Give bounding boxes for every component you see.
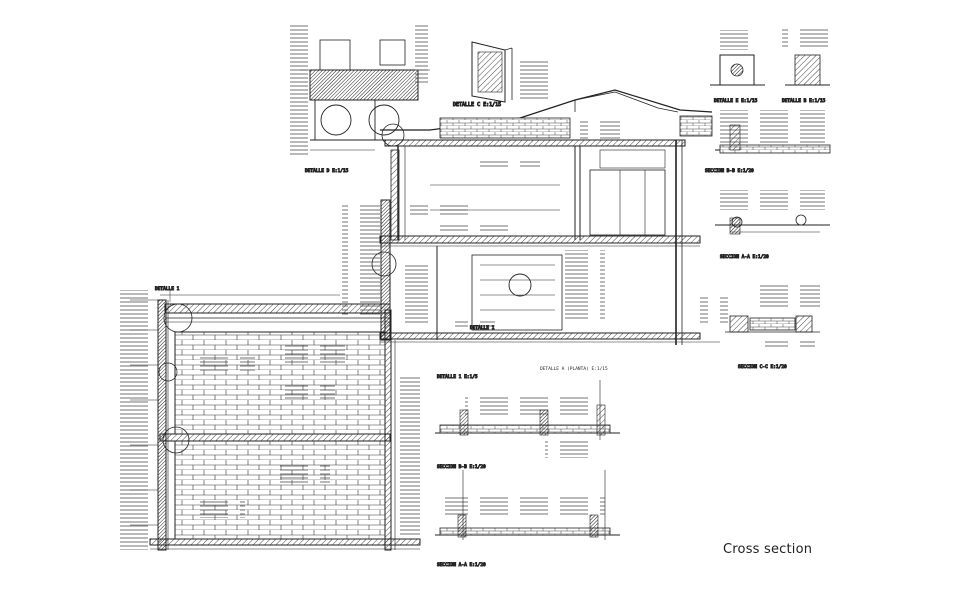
seccion-bb-bottom-label: SECCION B-B E:1/20 <box>437 464 486 470</box>
detail-c: DETALLE C E:1/15 <box>453 41 555 109</box>
section-aa-right: SECCION A-A E:1/20 <box>715 190 830 261</box>
section-aa-bottom: SECCION A-A E:1/20 <box>435 470 620 569</box>
detalle-a-label: DETALLE A (PLANTA) E:1/15 <box>540 366 608 372</box>
main-wall-section: DETALLE 1 <box>118 286 421 551</box>
seccion-cc-label: SECCION C-C E:1/20 <box>738 364 787 370</box>
drawing-caption: Cross section <box>723 542 813 557</box>
detalle-c-label: DETALLE C E:1/15 <box>453 102 501 108</box>
seccion-aa-bottom-label: SECCION A-A E:1/20 <box>437 562 486 568</box>
section-bb-right: SECCION B-B E:1/20 <box>705 110 831 175</box>
detalle-e-label: DETALLE E E:1/15 <box>714 98 758 104</box>
detalle-b-label: DETALLE B E:1/15 <box>782 98 826 104</box>
scan-patch <box>110 185 205 285</box>
detail-d: DETALLE D E:1/15 <box>290 25 435 175</box>
details-e-b: DETALLE E E:1/15 DETALLE B E:1/15 <box>710 28 832 105</box>
svg-text:DETALLE 1: DETALLE 1 <box>470 325 495 331</box>
detalle-1-label-top: DETALLE 1 <box>155 286 180 292</box>
detalle-d-label: DETALLE D E:1/15 <box>305 168 349 174</box>
seccion-bb-right-label: SECCION B-B E:1/20 <box>705 168 754 174</box>
section-cc: SECCION C-C E:1/20 <box>700 285 820 371</box>
building-section: DETALLE 1 <box>342 89 720 345</box>
seccion-aa-right-label: SECCION A-A E:1/20 <box>720 254 769 260</box>
section-bb-bottom: DETALLE 1 E:1/5 SECCION B-B E:1/20 <box>435 374 620 471</box>
detalle-1-label: DETALLE 1 E:1/5 <box>437 374 478 380</box>
